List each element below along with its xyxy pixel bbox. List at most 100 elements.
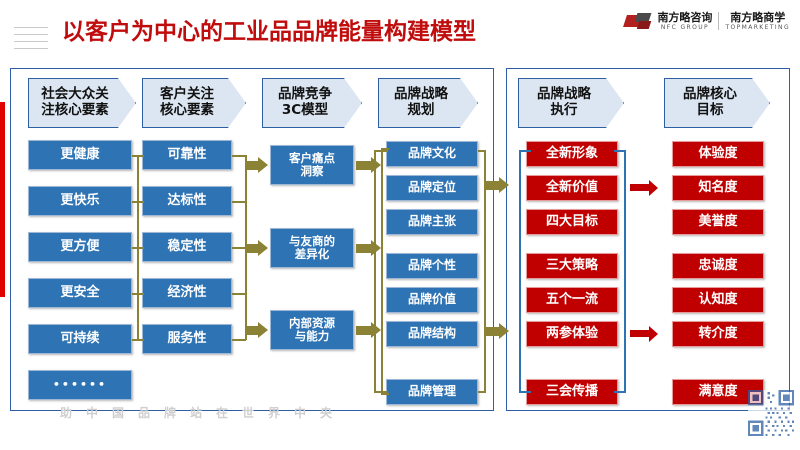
node-public-4[interactable]: 更安全	[28, 278, 132, 308]
connector-execution-right-top	[614, 150, 626, 152]
connector-planning-right-top	[478, 150, 486, 152]
node-execution-3[interactable]: 四大目标	[526, 209, 618, 235]
node-planning-2[interactable]: 品牌定位	[386, 175, 478, 201]
node-3c-1-line1: 客户痛点	[289, 151, 335, 166]
brand-logo: 南方略咨询 NFC GROUP 南方略商学 TOPMARKETING	[623, 12, 790, 31]
node-goal-6[interactable]: 转介度	[672, 321, 764, 347]
connector-execution-right-bottom	[614, 391, 626, 393]
node-3c-3-line2: 与能力	[294, 329, 330, 343]
node-3c-3[interactable]: 内部资源与能力	[270, 310, 354, 350]
logo-right-en: TOPMARKETING	[725, 23, 790, 31]
stage-header-customer-focus[interactable]: 客户关注核心要素	[142, 78, 246, 128]
stage-6-line1: 品牌核心	[683, 86, 737, 103]
node-execution-4[interactable]: 三大策略	[526, 253, 618, 279]
node-goal-5[interactable]: 认知度	[672, 287, 764, 313]
stage-1-line1: 社会大众关	[41, 86, 109, 103]
page-title: 以客户为中心的工业品品牌能量构建模型	[62, 19, 476, 45]
logo-left-en: NFC GROUP	[660, 23, 710, 31]
node-execution-7[interactable]: 三会传播	[526, 379, 618, 405]
connector-planning-right-spine	[484, 150, 486, 392]
node-customer-5[interactable]: 服务性	[142, 324, 232, 354]
connector-planning-outer-spine	[374, 150, 376, 392]
arrow-3c-3-to-planning	[356, 322, 381, 338]
connector-public-spine	[137, 155, 139, 340]
logo-left-cn: 南方略咨询	[657, 11, 713, 24]
node-execution-5[interactable]: 五个一流	[526, 287, 618, 313]
arrow-planning-to-execution-bottom	[486, 323, 509, 339]
node-3c-2[interactable]: 与友商的差异化	[270, 228, 354, 268]
decorative-gray-lines	[14, 27, 48, 55]
node-3c-2-line2: 差异化	[294, 247, 330, 261]
stage-4-line1: 品牌战略	[394, 86, 448, 103]
connector-customer-1	[232, 155, 246, 157]
node-goal-1[interactable]: 体验度	[672, 141, 764, 167]
connector-customer-4	[232, 293, 246, 295]
stage-header-public-focus[interactable]: 社会大众关注核心要素	[28, 78, 136, 128]
stage-5-line1: 品牌战略	[537, 86, 591, 103]
node-planning-1[interactable]: 品牌文化	[386, 141, 478, 167]
node-public-3[interactable]: 更方便	[28, 232, 132, 262]
connector-customer-spine	[245, 155, 247, 340]
arrow-execution-to-goals-bottom	[630, 325, 658, 342]
logo-divider	[718, 12, 720, 31]
node-planning-3[interactable]: 品牌主张	[386, 209, 478, 235]
connector-planning-spine	[381, 148, 383, 394]
node-public-2[interactable]: 更快乐	[28, 186, 132, 216]
node-planning-6[interactable]: 品牌结构	[386, 321, 478, 347]
node-customer-4[interactable]: 经济性	[142, 278, 232, 308]
left-accent-bar	[0, 102, 5, 297]
stage-header-core-goals[interactable]: 品牌核心目标	[664, 78, 770, 128]
stage-header-strategy-execution[interactable]: 品牌战略执行	[518, 78, 624, 128]
logo-right-cn: 南方略商学	[730, 11, 786, 24]
node-3c-1-line2: 洞察	[300, 164, 324, 178]
arrow-to-3c-2	[246, 240, 268, 256]
stage-header-strategy-planning[interactable]: 品牌战略规划	[378, 78, 478, 128]
qr-code[interactable]	[748, 390, 794, 436]
logo-right-block: 南方略商学 TOPMARKETING	[725, 12, 790, 31]
node-goal-4[interactable]: 忠诚度	[672, 253, 764, 279]
node-3c-1[interactable]: 客户痛点洞察	[270, 145, 354, 185]
stage-6-line2: 目标	[696, 102, 724, 118]
connector-execution-right-spine	[624, 150, 626, 392]
footer-watermark: 助中国品牌站在世界中央	[60, 406, 347, 420]
logo-left-block: 南方略咨询 NFC GROUP	[657, 12, 712, 31]
connector-planning-outer-top	[374, 150, 388, 152]
connector-execution-left-bottom	[519, 391, 531, 393]
node-goal-2[interactable]: 知名度	[672, 175, 764, 201]
arrow-to-3c-1	[246, 157, 268, 173]
stage-5-line2: 执行	[550, 102, 578, 118]
node-customer-2[interactable]: 达标性	[142, 186, 232, 216]
arrow-to-3c-3	[246, 322, 268, 338]
nfc-logo-mark-icon	[623, 13, 652, 30]
node-customer-3[interactable]: 稳定性	[142, 232, 232, 262]
connector-execution-left-top	[519, 150, 531, 152]
connector-planning-right-bottom	[478, 391, 486, 393]
node-execution-6[interactable]: 两参体验	[526, 321, 618, 347]
node-execution-1[interactable]: 全新形象	[526, 141, 618, 167]
node-public-5[interactable]: 可持续	[28, 324, 132, 354]
node-customer-1[interactable]: 可靠性	[142, 140, 232, 170]
arrow-planning-to-execution-top	[486, 177, 509, 193]
node-planning-4[interactable]: 品牌个性	[386, 253, 478, 279]
stage-3-line2: 3C模型	[281, 102, 329, 118]
stage-2-line1: 客户关注	[160, 86, 214, 103]
connector-customer-2	[232, 201, 246, 203]
node-public-placeholder[interactable]: ••••••	[28, 370, 132, 400]
connector-customer-5	[232, 339, 246, 341]
node-public-1[interactable]: 更健康	[28, 140, 132, 170]
node-planning-5[interactable]: 品牌价值	[386, 287, 478, 313]
connector-planning-outer-bottom	[374, 391, 388, 393]
connector-customer-3	[232, 247, 246, 249]
node-execution-2[interactable]: 全新价值	[526, 175, 618, 201]
connector-planning-bottom	[381, 393, 389, 395]
node-goal-3[interactable]: 美誉度	[672, 209, 764, 235]
connector-execution-left-spine	[519, 150, 521, 392]
node-3c-3-line1: 内部资源	[289, 316, 335, 331]
stage-2-line2: 核心要素	[160, 102, 214, 118]
node-planning-7[interactable]: 品牌管理	[386, 379, 478, 405]
arrow-execution-to-goals-top	[630, 179, 658, 196]
node-3c-2-line1: 与友商的	[289, 234, 335, 249]
arrow-3c-1-to-planning	[356, 157, 381, 173]
